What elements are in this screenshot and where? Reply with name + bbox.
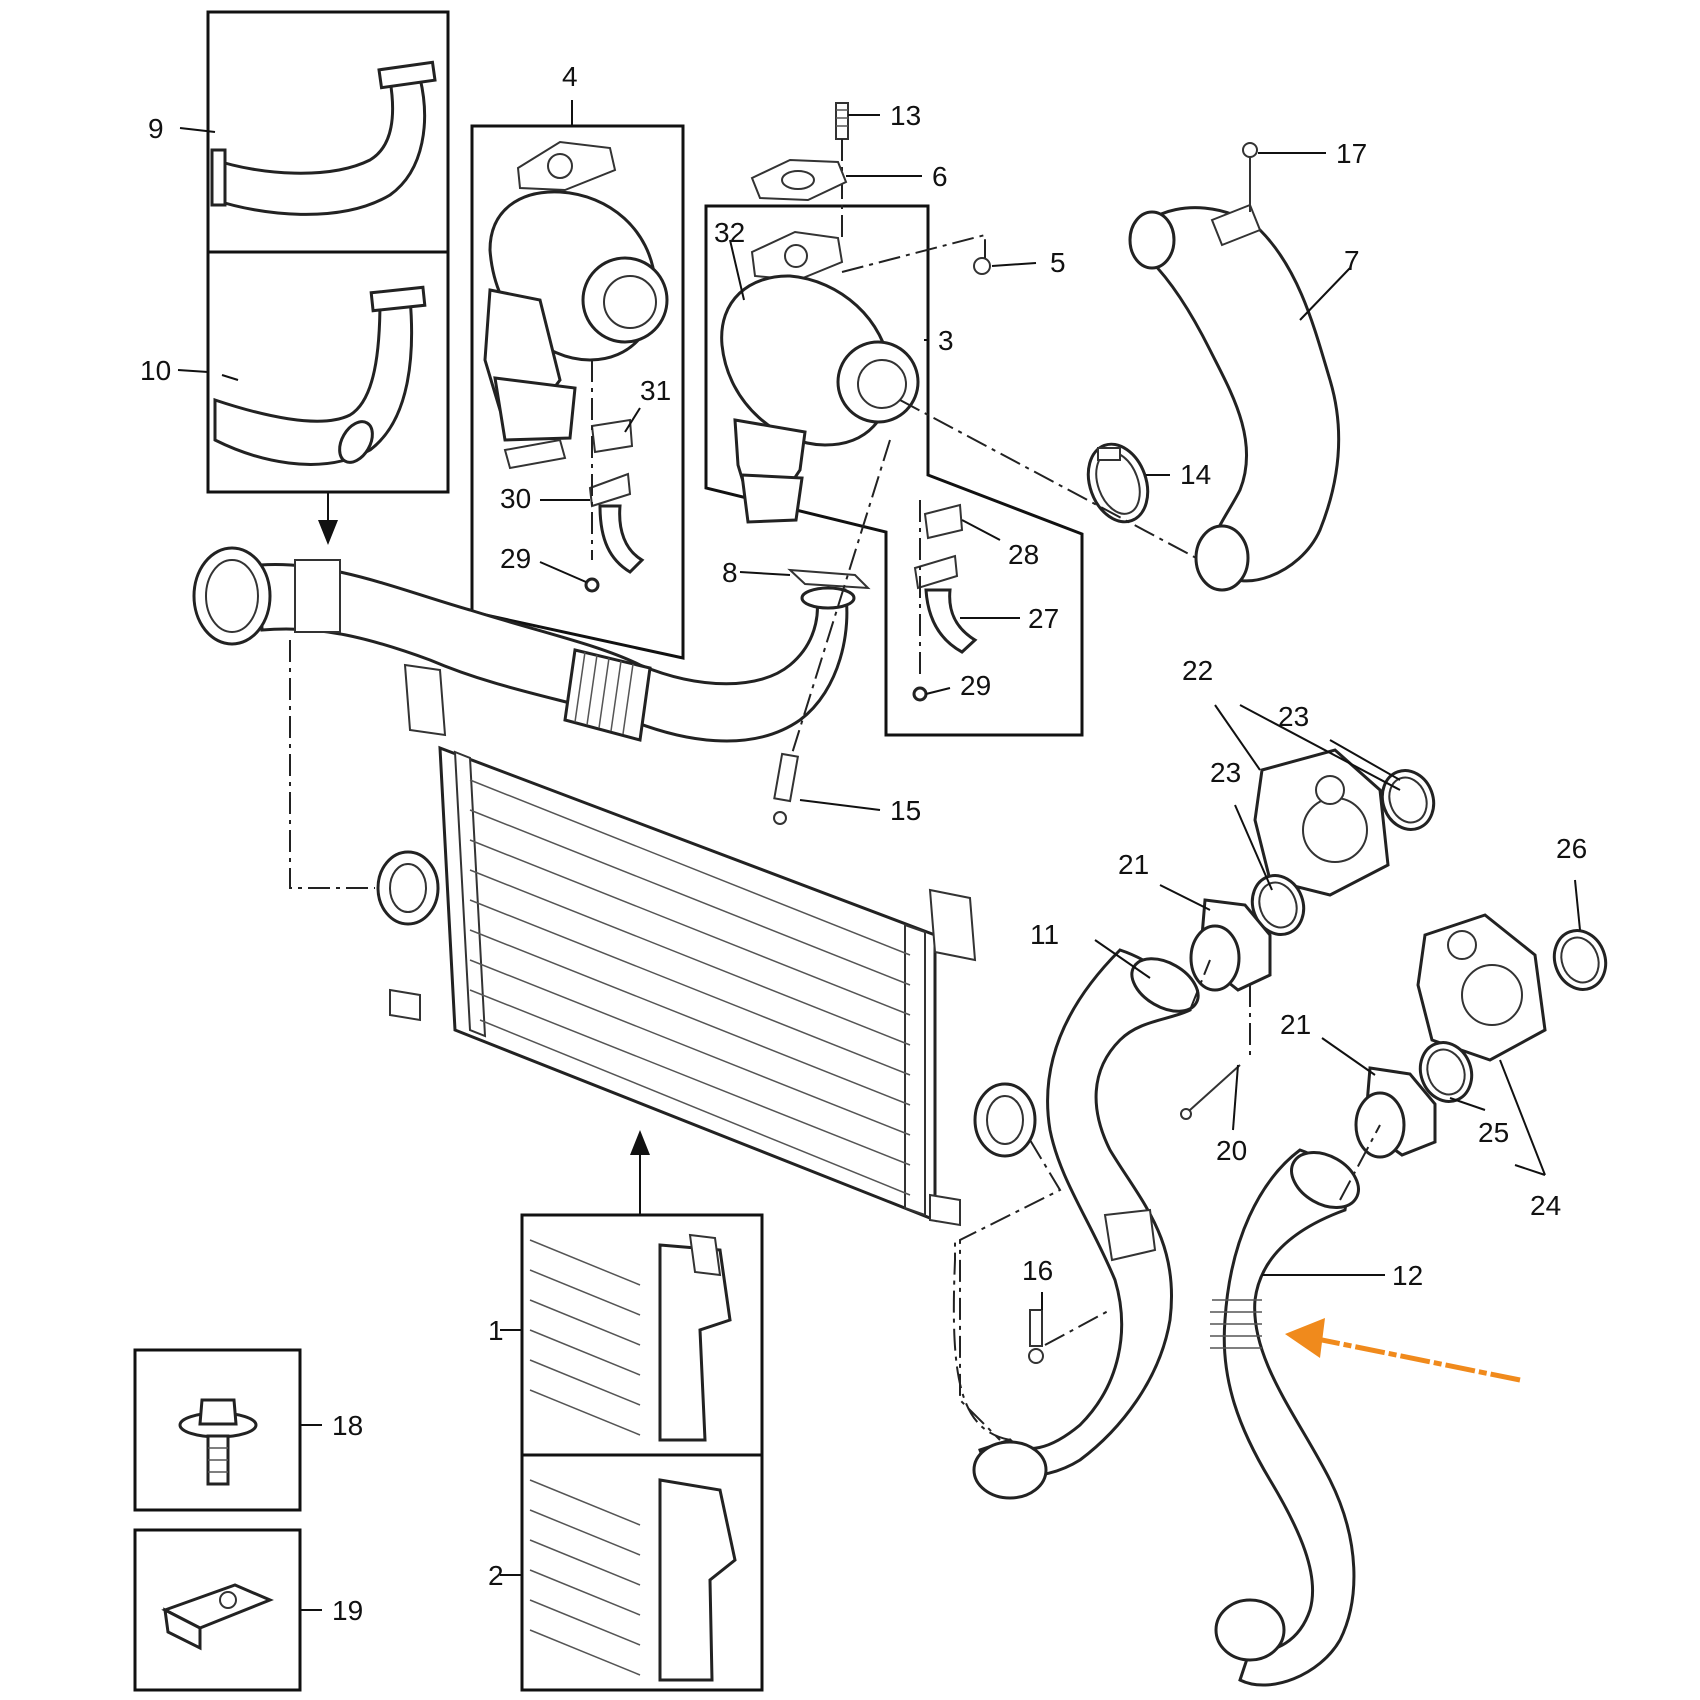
callout-4: 4 <box>562 61 578 92</box>
leader-lines <box>177 114 1581 1611</box>
callout-23-lower: 23 <box>1210 757 1241 788</box>
bracket-31-30 <box>588 360 645 574</box>
nut-5 <box>841 233 991 275</box>
callout-31: 31 <box>640 375 671 406</box>
seal-23-lower-left <box>1250 874 1306 936</box>
callout-27: 27 <box>1028 603 1059 634</box>
callout-16: 16 <box>1022 1255 1053 1286</box>
hose-12-drawing <box>1210 1148 1360 1687</box>
callout-24: 24 <box>1530 1190 1561 1221</box>
throttle-body-upper <box>1253 748 1390 897</box>
throttle-body-lower <box>1416 913 1547 1062</box>
hose-11-drawing <box>952 948 1200 1500</box>
callout-19: 19 <box>332 1595 363 1626</box>
bracket-1-drawing <box>529 1233 732 1442</box>
bolt-20 <box>1180 985 1251 1120</box>
callout-7: 7 <box>1344 245 1360 276</box>
intake-hose-main <box>192 546 856 743</box>
callout-18: 18 <box>332 1410 363 1441</box>
callout-2: 2 <box>488 1560 504 1591</box>
seal-25 <box>1418 1041 1474 1103</box>
callout-29-upper: 29 <box>500 543 531 574</box>
bracket-2-drawing <box>529 1478 737 1682</box>
clip-19-drawing <box>161 1583 274 1651</box>
callout-3: 3 <box>938 325 954 356</box>
bolt-17 <box>1242 142 1258 212</box>
callout-26: 26 <box>1556 833 1587 864</box>
stud-13 <box>835 102 849 240</box>
callout-5: 5 <box>1050 247 1066 278</box>
inset-hose-variants <box>206 10 450 494</box>
turbo-frame-3 <box>704 204 1084 737</box>
callout-14: 14 <box>1180 459 1211 490</box>
callout-30: 30 <box>500 483 531 514</box>
callout-15: 15 <box>890 795 921 826</box>
hose-10-drawing <box>213 285 427 466</box>
bolt-16 <box>1028 1309 1111 1364</box>
callout-29-lower: 29 <box>960 670 991 701</box>
flex-bellows-section <box>563 648 652 742</box>
gasket-8 <box>787 568 871 590</box>
callout-10: 10 <box>140 355 171 386</box>
callout-13: 13 <box>890 100 921 131</box>
callout-20: 20 <box>1216 1135 1247 1166</box>
hose-9-drawing <box>210 60 437 216</box>
highlight-arrow <box>1285 1318 1521 1383</box>
callout-21-lower: 21 <box>1280 1009 1311 1040</box>
bracket-28-27 <box>913 500 978 680</box>
callout-1: 1 <box>488 1315 504 1346</box>
callout-labels: 1 2 3 4 5 6 7 8 9 10 11 12 13 14 15 16 1… <box>140 61 1587 1626</box>
callout-12: 12 <box>1392 1260 1423 1291</box>
inset-fasteners <box>133 1348 302 1692</box>
link-hoses-to-adapters <box>1189 959 1381 1201</box>
link-intercooler-to-hose-11 <box>959 1139 1062 1441</box>
inset-bracket-variants <box>520 1213 764 1692</box>
callout-32: 32 <box>714 217 745 248</box>
intercooler-outlet-port <box>973 1082 1037 1158</box>
callout-25: 25 <box>1478 1117 1509 1148</box>
callout-28: 28 <box>1008 539 1039 570</box>
callout-21-upper: 21 <box>1118 849 1149 880</box>
bolt-29-upper <box>584 577 600 593</box>
clamp-14 <box>899 399 1201 561</box>
link-hose-to-intercooler <box>289 640 375 889</box>
callout-6: 6 <box>932 161 948 192</box>
hose-7-drawing <box>1128 203 1341 592</box>
inset-arrow <box>318 492 338 545</box>
sensor-15 <box>773 439 891 825</box>
callout-17: 17 <box>1336 138 1367 169</box>
intercooler-drawing <box>376 663 1037 1227</box>
hose-12-bellows <box>1210 1299 1262 1349</box>
turbo-frame-4 <box>470 100 685 660</box>
detail-arrow <box>630 1130 650 1215</box>
seal-26 <box>1552 929 1608 991</box>
bolt-18-drawing <box>178 1398 258 1486</box>
turbocharger-4-drawing <box>483 140 669 470</box>
callout-22: 22 <box>1182 655 1213 686</box>
callout-11: 11 <box>1030 919 1059 950</box>
gasket-6 <box>750 158 848 202</box>
turbocharger-3-drawing <box>720 230 920 524</box>
callout-23-upper: 23 <box>1278 701 1309 732</box>
callout-8: 8 <box>722 557 738 588</box>
intercooler-inlet-port <box>376 850 440 926</box>
adapter-21-upper <box>1189 898 1272 992</box>
bolt-29-lower <box>912 686 928 702</box>
callout-9: 9 <box>148 113 164 144</box>
